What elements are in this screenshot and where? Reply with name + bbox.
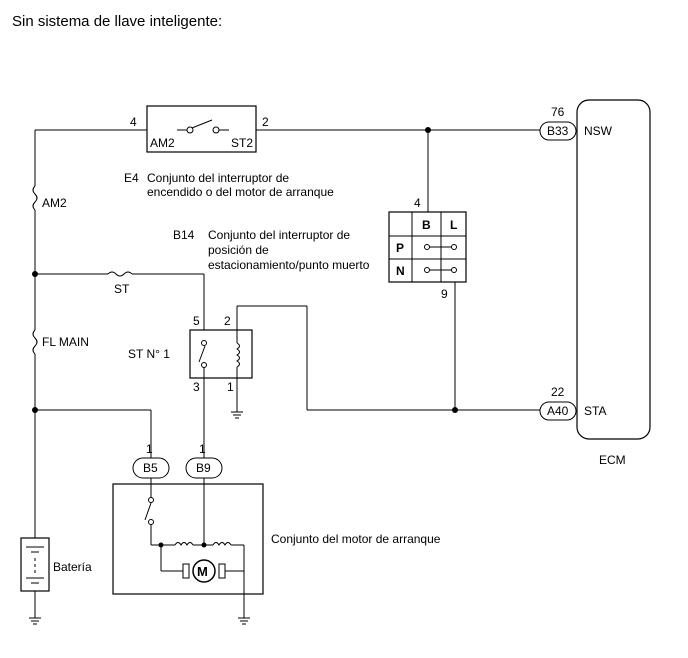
ignition-contact-right [212,126,220,134]
starter-connector-b9-label: B9 [196,461,211,475]
ground-icon [29,617,41,625]
pn-pin-bottom: 9 [441,287,448,301]
ecm-box [576,99,651,440]
starter-switch-top [148,497,154,503]
ignition-pin-right: 2 [262,115,269,129]
pn-row-p: P [396,241,404,255]
fuse-fl-main-symbol [32,329,38,355]
pn-name-line3: estacionamiento/punto muerto [208,258,370,272]
relay-pin2: 2 [224,314,231,328]
ecm-terminal-sta: STA [584,404,606,418]
starter-coil-1 [174,542,194,546]
starter-box [112,483,264,595]
ecm-pin-a40: 22 [551,385,565,399]
ignition-code: E4 [124,171,139,185]
fuse-fl-main-label: FL MAIN [42,335,89,349]
ecm-name: ECM [599,453,626,467]
relay-contact-bottom [201,362,207,368]
fuse-am2-label: AM2 [42,196,67,210]
ignition-pin-left: 4 [130,115,137,129]
starter-name: Conjunto del motor de arranque [271,532,441,546]
ecm-connector-b33-label: B33 [547,124,569,138]
starter-motor-symbol: M [197,564,208,579]
ignition-contact-left [186,126,194,134]
fuse-am2-symbol [32,185,38,211]
ignition-name-line2: encendido o del motor de arranque [147,185,334,199]
ecm-pin-b33: 76 [551,105,565,119]
starter-pin-b5: 1 [146,442,153,456]
ground-icon [231,411,243,419]
fuse-st-label: ST [114,282,130,296]
relay-pin5: 5 [193,314,200,328]
ecm-connector-a40-label: A40 [547,404,569,418]
ignition-name-line1: Conjunto del interruptor de [147,171,289,185]
starter-switch-bottom [148,519,154,525]
ecm-terminal-nsw: NSW [584,124,613,138]
ecm-connector-a40 [539,401,577,421]
diagram-title: Sin sistema de llave inteligente: [12,13,222,30]
relay-coil [236,342,240,368]
pn-p-contact-l [451,244,457,250]
pn-code: B14 [173,228,195,242]
ecm-connector-b33 [539,121,577,141]
pn-name-line1: Conjunto del interruptor de [208,228,350,242]
starter-connector-b5-label: B5 [143,461,158,475]
pn-switch-box [388,211,467,283]
relay-name: ST N° 1 [128,347,170,361]
starter-coil-2 [212,542,232,546]
relay-contact-arm [198,345,206,363]
starter-motor-brush-right [218,563,226,579]
relay-pin1: 1 [227,380,234,394]
pn-col-l: L [450,218,457,232]
relay-contact-top [201,340,207,346]
pn-p-contact-b [424,244,430,250]
ignition-terminal-am2: AM2 [150,136,175,150]
pn-n-contact-b [424,267,430,273]
pn-n-contact-l [451,267,457,273]
ignition-contact-arm [191,119,213,129]
ignition-terminal-st2: ST2 [231,136,253,150]
starter-pin-b9: 1 [199,442,206,456]
junction-sta [452,407,458,413]
battery-label: Batería [53,560,92,574]
starter-motor-icon [192,559,216,583]
fuse-st-symbol [107,271,133,277]
pn-pin-top: 4 [414,196,421,210]
ignition-switch-box [146,105,257,153]
relay-box [189,329,253,379]
pn-row-n: N [396,264,405,278]
ground-icon [238,617,250,625]
relay-pin3: 3 [193,380,200,394]
starter-switch-arm [144,502,152,521]
starter-motor-brush-left [182,563,190,579]
pn-col-b: B [422,218,431,232]
pn-name-line2: posición de [208,243,269,257]
